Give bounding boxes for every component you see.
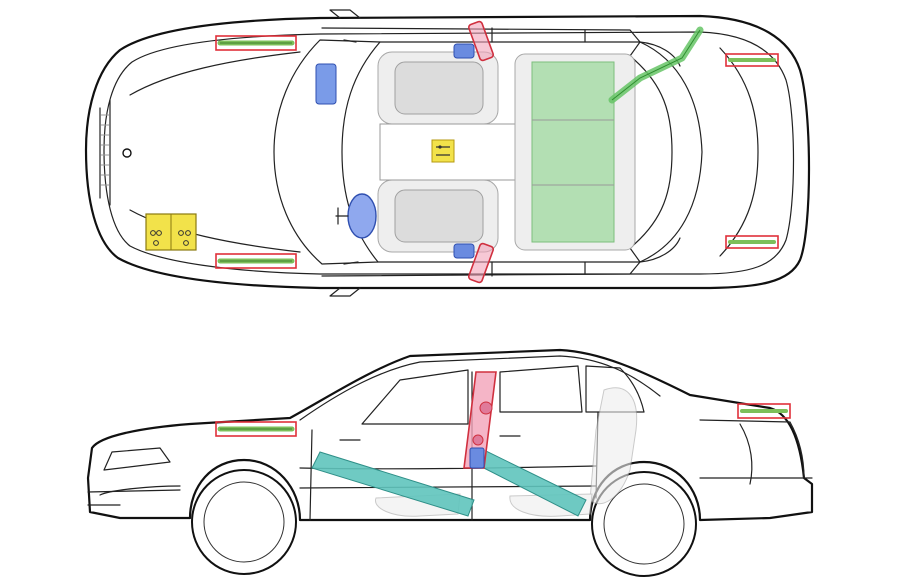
car-body-outline-top [84,14,811,290]
top-view [84,9,811,297]
control-module-icon [431,139,455,163]
gas-strut-rear-right [725,235,779,249]
gas-strut-front-right [215,253,297,269]
mirror-bottom [329,287,361,297]
mirror-top [329,9,361,19]
battery-icon [145,213,197,251]
rear-seat-highlight [531,61,615,243]
front-side-window [361,369,469,425]
rear-wheel [591,471,697,577]
front-seats-top [377,51,499,253]
gas-strut-trunk-side [737,403,791,419]
side-airbag-blue [469,447,485,469]
front-airbag-icon [335,193,377,239]
front-wheel [191,469,297,575]
side-impact-bar-front [311,451,475,517]
hood-line-top [129,51,301,96]
gas-strut-front-left [215,35,297,51]
b-pillar-side [463,371,497,469]
hood-line-bottom [129,209,301,253]
front-door-line [309,429,313,521]
hood-emblem [122,148,132,158]
car-body-inner-top [103,31,795,275]
curtain-airbag-bottom [453,243,475,259]
rear-window [629,41,703,263]
curtain-airbag-top [453,43,475,59]
rear-seat-zone [514,53,636,251]
headlight [103,447,171,471]
front-grille [99,99,111,206]
rear-side-window [499,365,583,413]
b-pillar-top [467,20,495,284]
quarter-window [585,365,645,413]
front-airbag-module [315,63,337,105]
gas-strut-hood-side [215,421,297,437]
side-view [86,348,814,577]
gas-strut-rear-left [725,53,779,67]
